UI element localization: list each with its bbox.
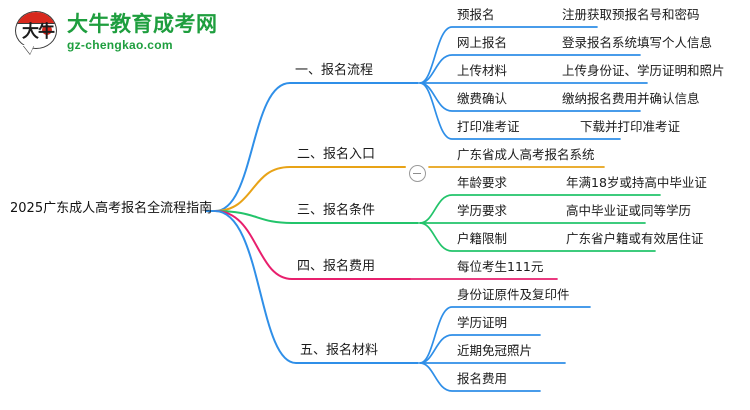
child-label-5-4[interactable]: 报名费用 — [457, 371, 508, 386]
child-label-1-3[interactable]: 上传材料 — [457, 63, 508, 78]
child-label-3-1[interactable]: 年龄要求 — [457, 175, 508, 190]
branch-label-3[interactable]: 三、报名条件 — [297, 203, 376, 218]
branch-label-1[interactable]: 一、报名流程 — [295, 63, 374, 78]
logo-domain: gz-chengkao.com — [67, 37, 173, 52]
child-label-3-2[interactable]: 学历要求 — [457, 203, 508, 218]
branch-label-4[interactable]: 四、报名费用 — [297, 259, 376, 274]
child-label-1-5[interactable]: 打印准考证 — [457, 119, 520, 134]
detail-label-3-2[interactable]: 高中毕业证或同等学历 — [566, 203, 692, 218]
detail-label-3-1[interactable]: 年满18岁或持高中毕业证 — [566, 175, 707, 190]
child-label-5-2[interactable]: 学历证明 — [457, 315, 508, 330]
detail-label-1-5[interactable]: 下载并打印准考证 — [580, 119, 681, 134]
child-label-5-1[interactable]: 身份证原件及复印件 — [457, 287, 570, 302]
detail-label-3-3[interactable]: 广东省户籍或有效居住证 — [566, 231, 704, 246]
detail-label-1-2[interactable]: 登录报名系统填写个人信息 — [562, 35, 713, 50]
child-label-1-1[interactable]: 预报名 — [457, 7, 495, 22]
child-label-2-1[interactable]: 广东省成人高考报名系统 — [457, 147, 595, 162]
child-label-1-2[interactable]: 网上报名 — [457, 35, 508, 50]
child-label-3-3[interactable]: 户籍限制 — [457, 231, 508, 246]
site-logo: 大牛 大牛教育成考网 gz-chengkao.com — [14, 6, 244, 58]
child-label-1-4[interactable]: 缴费确认 — [457, 91, 508, 106]
root-node-label[interactable]: 2025广东成人高考报名全流程指南 — [10, 201, 213, 216]
branch-label-5[interactable]: 五、报名材料 — [300, 343, 379, 358]
detail-label-1-4[interactable]: 缴纳报名费用并确认信息 — [562, 91, 700, 106]
logo-mark-icon: 大牛 — [14, 9, 60, 55]
detail-label-1-3[interactable]: 上传身份证、学历证明和照片 — [562, 63, 725, 78]
minus-circle-icon[interactable] — [409, 165, 426, 182]
logo-title: 大牛教育成考网 — [67, 11, 218, 36]
logo-mark-text: 大牛 — [22, 22, 55, 42]
child-label-5-3[interactable]: 近期免冠照片 — [457, 343, 533, 358]
branch-label-2[interactable]: 二、报名入口 — [297, 147, 376, 162]
detail-label-1-1[interactable]: 注册获取预报名号和密码 — [562, 7, 700, 22]
child-label-4-1[interactable]: 每位考生111元 — [457, 259, 544, 274]
